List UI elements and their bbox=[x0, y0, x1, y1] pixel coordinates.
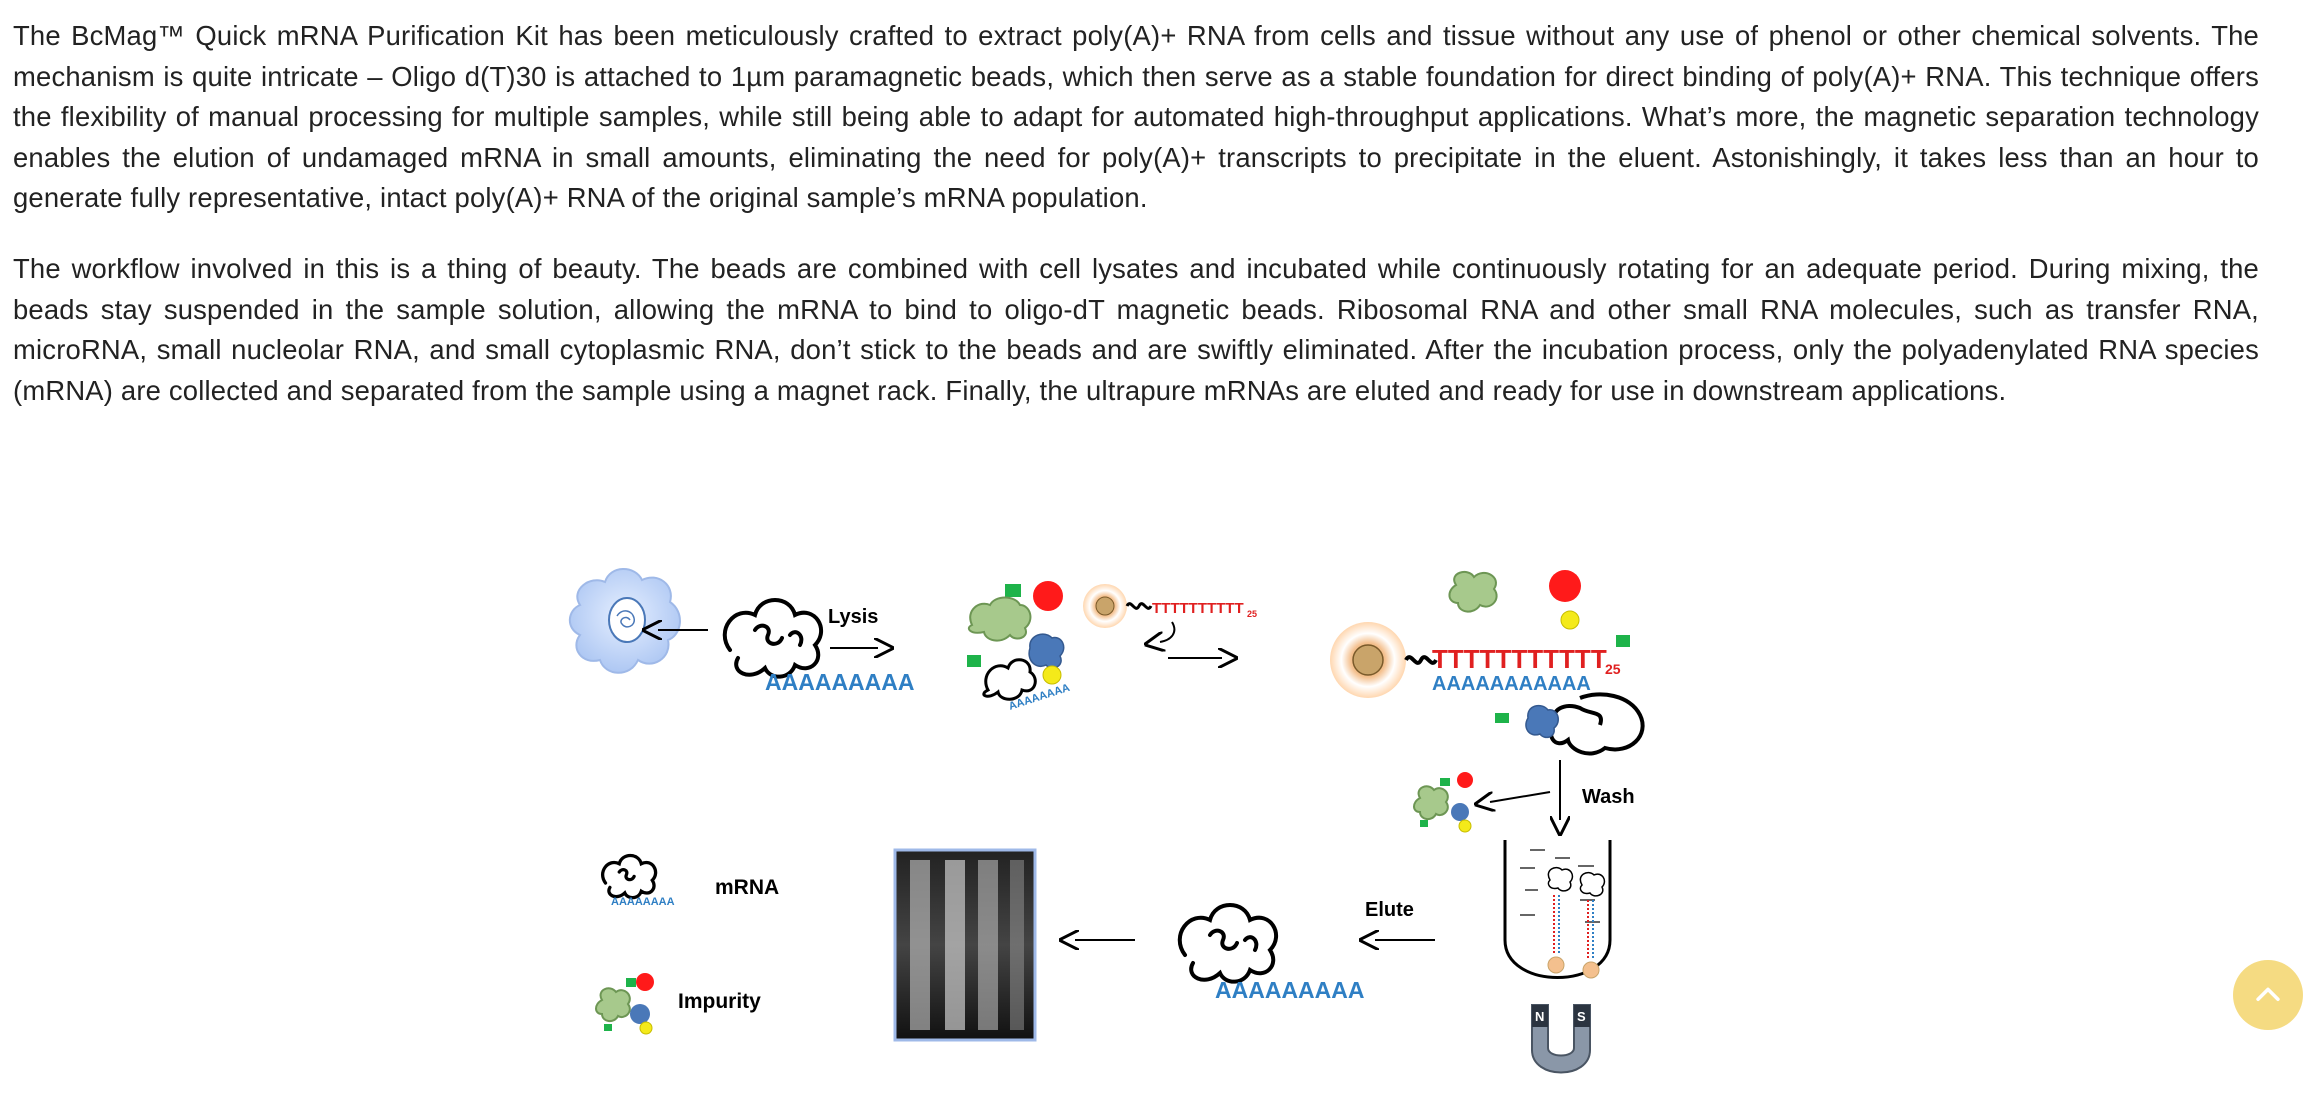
wash-label: Wash bbox=[1582, 786, 1635, 808]
chevron-up-icon bbox=[2251, 978, 2285, 1012]
oligo-bead-small-icon: TTTTTTTTTT 25 bbox=[1083, 584, 1257, 628]
lysate-mixture-icon: AAAAAAAA bbox=[967, 581, 1071, 713]
cell-icon bbox=[570, 569, 680, 673]
paragraph-workflow: The workflow involved in this is a thing… bbox=[13, 249, 2259, 411]
mrna-icon: AAAAAAAAA bbox=[725, 600, 915, 695]
scroll-to-top-button[interactable] bbox=[2233, 960, 2303, 1030]
arrow-discard-impurity bbox=[1490, 792, 1550, 802]
eluted-polyA-tail: AAAAAAAAA bbox=[1215, 977, 1365, 1003]
legend-polyA: AAAAAAAA bbox=[611, 896, 675, 908]
workflow-figure: AAAAAAAAA Lysis AAAAAAAA TTTTTTTTTT 25 bbox=[560, 550, 1710, 1090]
paragraph-intro: The BcMag™ Quick mRNA Purification Kit h… bbox=[13, 16, 2259, 219]
legend: AAAAAAAA mRNA Impurity bbox=[596, 856, 779, 1035]
polyA-bound-text: AAAAAAAAAAA bbox=[1432, 673, 1591, 695]
polyA-tail: AAAAAAAAA bbox=[765, 669, 915, 695]
lysis-label: Lysis bbox=[828, 606, 878, 628]
article-body: The BcMag™ Quick mRNA Purification Kit h… bbox=[13, 16, 2259, 441]
bound-bead-icon: TTTTTTTTTTT 25 AAAAAAAAAAA bbox=[1330, 570, 1643, 753]
legend-impurity-label: Impurity bbox=[678, 990, 761, 1013]
oligo-small-sub: 25 bbox=[1247, 609, 1257, 619]
gel-image bbox=[895, 850, 1035, 1040]
oligo-large-text: TTTTTTTTTTT bbox=[1432, 644, 1607, 674]
legend-mrna-label: mRNA bbox=[715, 876, 779, 899]
arrow-add-bead bbox=[1160, 622, 1174, 642]
magnet-tube-icon: N S bbox=[1505, 840, 1610, 1073]
oligo-small-text: TTTTTTTTTT bbox=[1152, 600, 1244, 617]
eluted-mrna-icon: AAAAAAAAA bbox=[1180, 905, 1365, 1003]
washed-impurity-icon bbox=[1414, 772, 1473, 832]
magnet-n-label: N bbox=[1535, 1009, 1544, 1024]
elute-label: Elute bbox=[1365, 899, 1414, 921]
magnet-s-label: S bbox=[1577, 1009, 1586, 1024]
legend-impurity-icon bbox=[596, 973, 654, 1034]
workflow-diagram: AAAAAAAAA Lysis AAAAAAAA TTTTTTTTTT 25 bbox=[560, 550, 1710, 1090]
legend-mrna-icon: AAAAAAAA bbox=[603, 856, 675, 909]
oligo-large-sub: 25 bbox=[1605, 661, 1621, 677]
